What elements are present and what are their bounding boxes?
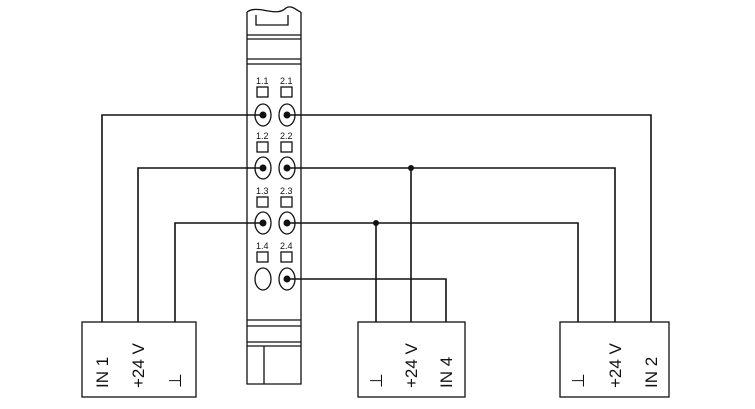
- wire-in2: [287, 114, 652, 322]
- led-square: [280, 251, 293, 263]
- module-top-cut: [246, 6, 302, 13]
- io-module: [246, 6, 302, 385]
- wire-in1: [101, 114, 263, 322]
- wire-in4: [287, 278, 447, 322]
- led-label: 1.3: [256, 186, 269, 196]
- terminal-label: +24 V: [606, 342, 625, 388]
- contact-dot: [259, 219, 267, 227]
- led-indicators: 1.1 2.1 1.2 2.2 1.3 2.3 1.4 2.4: [256, 76, 293, 263]
- junction-dot: [408, 165, 414, 171]
- contact-dot: [259, 164, 267, 172]
- terminal-label: ⊥: [367, 373, 386, 388]
- terminal-label: ⊥: [569, 373, 588, 388]
- contact-dot: [283, 275, 291, 283]
- led-square: [256, 196, 269, 208]
- junctions: [259, 111, 414, 283]
- led-square: [280, 141, 293, 153]
- wire-gnd-left: [174, 222, 263, 322]
- junction-dot: [373, 220, 379, 226]
- terminal-block-box: [357, 321, 466, 398]
- contact-dot: [259, 111, 267, 119]
- led-label: 1.4: [256, 241, 269, 251]
- wires: [101, 114, 652, 322]
- terminal-label: +24 V: [129, 342, 148, 388]
- contact-dot: [283, 164, 291, 172]
- socket-1-4: [254, 267, 272, 291]
- terminal-block-middle: ⊥ +24 V IN 4: [357, 321, 466, 398]
- terminal-label: IN 2: [642, 357, 661, 388]
- led-label: 2.3: [280, 186, 293, 196]
- terminal-label: +24 V: [402, 342, 421, 388]
- terminal-label: IN 1: [93, 357, 112, 388]
- wire-24v-left: [137, 167, 263, 322]
- led-label: 2.4: [280, 241, 293, 251]
- terminal-block-box: [559, 321, 670, 398]
- terminal-label: ⊥: [166, 373, 185, 388]
- wire-gnd-right: [287, 222, 579, 322]
- led-label: 2.1: [280, 76, 293, 86]
- contact-dot: [283, 219, 291, 227]
- module-body-outline: [246, 12, 302, 385]
- led-label: 1.2: [256, 131, 269, 141]
- led-square: [256, 86, 269, 98]
- led-square: [280, 196, 293, 208]
- led-square: [280, 86, 293, 98]
- led-label: 1.1: [256, 76, 269, 86]
- terminal-block-right: ⊥ +24 V IN 2: [559, 321, 670, 398]
- led-square: [256, 141, 269, 153]
- terminal-block-box: [81, 321, 197, 398]
- wire-24v-right: [287, 167, 616, 322]
- module-top-clip: [255, 15, 289, 26]
- led-label: 2.2: [280, 131, 293, 141]
- terminal-block-left: IN 1 +24 V ⊥: [81, 321, 197, 398]
- contact-dot: [283, 111, 291, 119]
- terminal-label: IN 4: [437, 357, 456, 388]
- led-square: [256, 251, 269, 263]
